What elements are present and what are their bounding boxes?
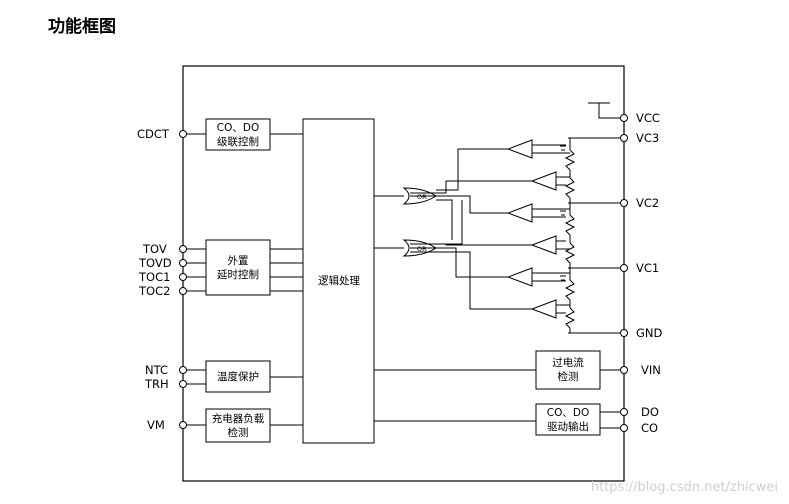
cascade-label-2: 级联控制 (217, 135, 259, 148)
pin-label-vc1: VC1 (636, 261, 659, 275)
pin-label-gnd: GND (636, 326, 663, 340)
right-pin-terminals (620, 114, 628, 432)
logic-label: 逻辑处理 (318, 274, 360, 287)
pin-label-ntc: NTC (145, 363, 168, 377)
driver-output-block (535, 403, 601, 436)
pin-label-tov: TOV (142, 242, 167, 256)
pin-label-toc1: TOC1 (138, 270, 170, 284)
pin-label-vc2: VC2 (636, 196, 659, 210)
left-pin-terminals (179, 130, 187, 429)
overcurrent-label-2: 检测 (558, 370, 579, 383)
pin-label-trh: TRH (144, 377, 169, 391)
logic-block (302, 118, 375, 444)
watermark: https://blog.csdn.net/zhicwei (591, 480, 778, 495)
delay-control-block (205, 239, 271, 296)
driver-label-1: CO、DO (547, 407, 589, 419)
comparators (506, 139, 557, 319)
delay-label-2: 延时控制 (217, 268, 259, 281)
overcurrent-label-1: 过电流 (552, 356, 584, 369)
delay-label-1: 外置 (228, 255, 249, 267)
charger-label-2: 检测 (228, 426, 249, 439)
pin-label-vm: VM (147, 418, 165, 432)
pin-label-co: CO (641, 421, 658, 435)
or-gate-bottom-label: OR (417, 245, 427, 253)
charger-label-1: 充电器负载 (212, 412, 265, 425)
page-title: 功能框图 (48, 17, 116, 37)
resistor-ladder (564, 138, 576, 333)
or-gate-top-label: OR (417, 193, 427, 201)
pin-label-tovd: TOVD (138, 256, 172, 270)
pin-label-do: DO (641, 405, 659, 419)
pin-label-toc2: TOC2 (138, 284, 170, 298)
pin-label-cdct: CDCT (137, 127, 170, 141)
pin-label-vin: VIN (641, 363, 661, 377)
cascade-label-1: CO、DO (217, 122, 259, 134)
driver-label-2: 驱动输出 (547, 420, 589, 433)
reference-sources (560, 145, 566, 281)
pin-label-vc3: VC3 (636, 131, 659, 145)
temp-label: 温度保护 (217, 370, 259, 383)
pin-label-vcc: VCC (636, 111, 660, 125)
